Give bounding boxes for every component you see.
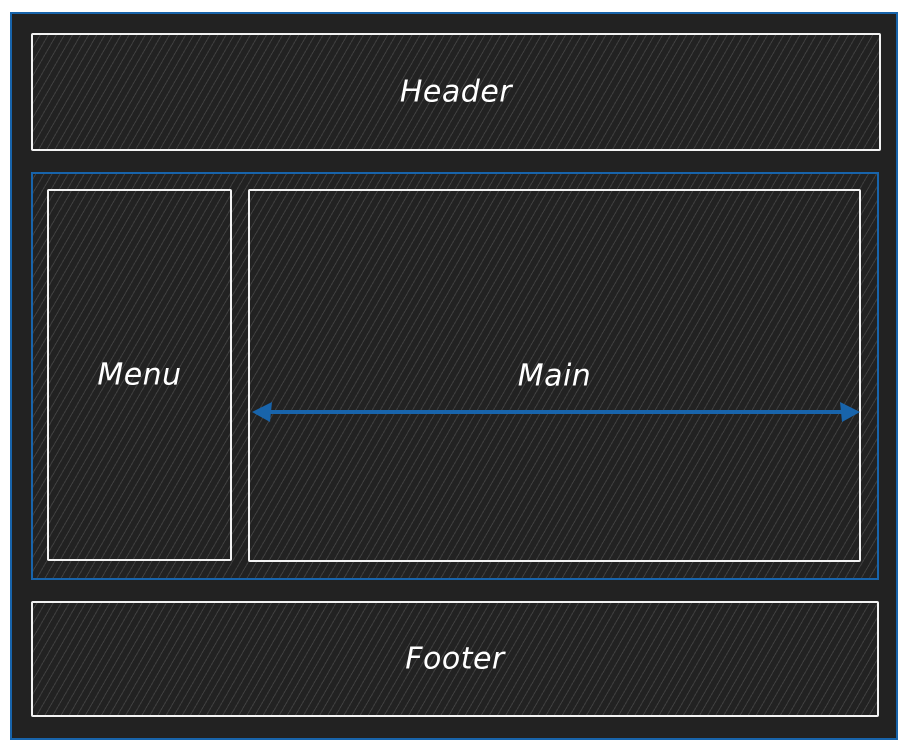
footer-box: Footer xyxy=(31,601,879,717)
menu-label: Menu xyxy=(97,357,182,393)
footer-label: Footer xyxy=(405,641,505,677)
arrow-head-right xyxy=(840,402,860,422)
menu-box: Menu xyxy=(47,189,232,561)
arrow-head-left xyxy=(252,402,272,422)
header-box: Header xyxy=(31,33,881,151)
main-box: Main xyxy=(248,189,861,562)
header-label: Header xyxy=(399,74,513,110)
main-label: Main xyxy=(517,358,592,394)
